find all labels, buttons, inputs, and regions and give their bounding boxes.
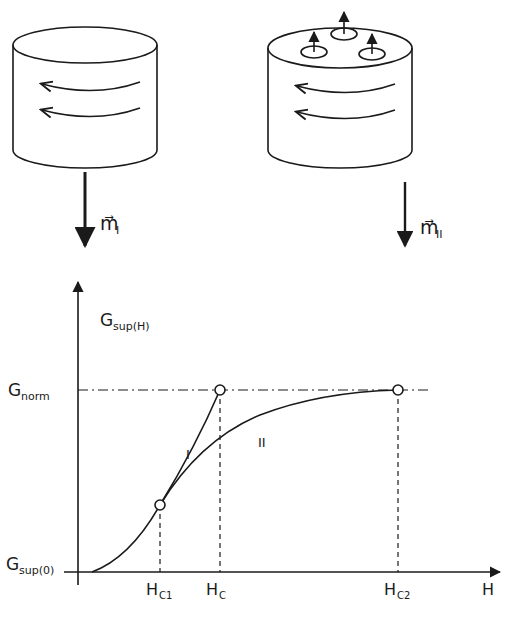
point (155, 500, 165, 510)
point (215, 385, 225, 395)
current-arrow (297, 110, 395, 119)
cylinder-body (13, 45, 157, 168)
current-arrow (42, 82, 140, 91)
point (393, 385, 403, 395)
tick-subscript: C1 (159, 591, 172, 601)
moment-symbol: m⃗ (100, 214, 119, 233)
guide-line (397, 390, 398, 572)
tick-label: H (384, 582, 396, 598)
cylinder-top (268, 28, 412, 68)
y-axis (77, 282, 79, 585)
tick-subscript: C2 (397, 591, 410, 601)
x-axis (64, 571, 500, 573)
current-arrow (42, 108, 140, 117)
cylinder-top (13, 27, 157, 63)
guide-line (219, 390, 220, 572)
axis-label: G (100, 312, 113, 329)
cylinder-body (268, 48, 412, 168)
level-label: G (6, 556, 19, 573)
moment-arrow (84, 172, 87, 246)
vortex-arrow (313, 32, 315, 52)
curve-two (160, 390, 398, 505)
tick-label: H (146, 582, 158, 598)
moment-subscript: I (116, 225, 119, 236)
curve-label: II (258, 436, 266, 449)
curve-label: I (186, 448, 190, 461)
guide-line (159, 505, 160, 572)
curve-one (92, 390, 220, 572)
moment-subscript: II (436, 229, 443, 240)
tick-label: H (206, 582, 218, 598)
level-subscript: norm (21, 391, 50, 402)
vortex-arrow (343, 12, 345, 34)
moment-symbol: m⃗ (420, 218, 439, 237)
vortex-arrow (371, 34, 373, 54)
level-subscript: sup(0) (19, 565, 54, 576)
moment-arrow (404, 182, 406, 246)
level-label: G (8, 382, 21, 399)
tick-subscript: C (219, 591, 226, 601)
axis-label: H (482, 582, 494, 598)
axis-subscript: sup(H) (113, 321, 150, 332)
current-arrow (297, 84, 395, 93)
